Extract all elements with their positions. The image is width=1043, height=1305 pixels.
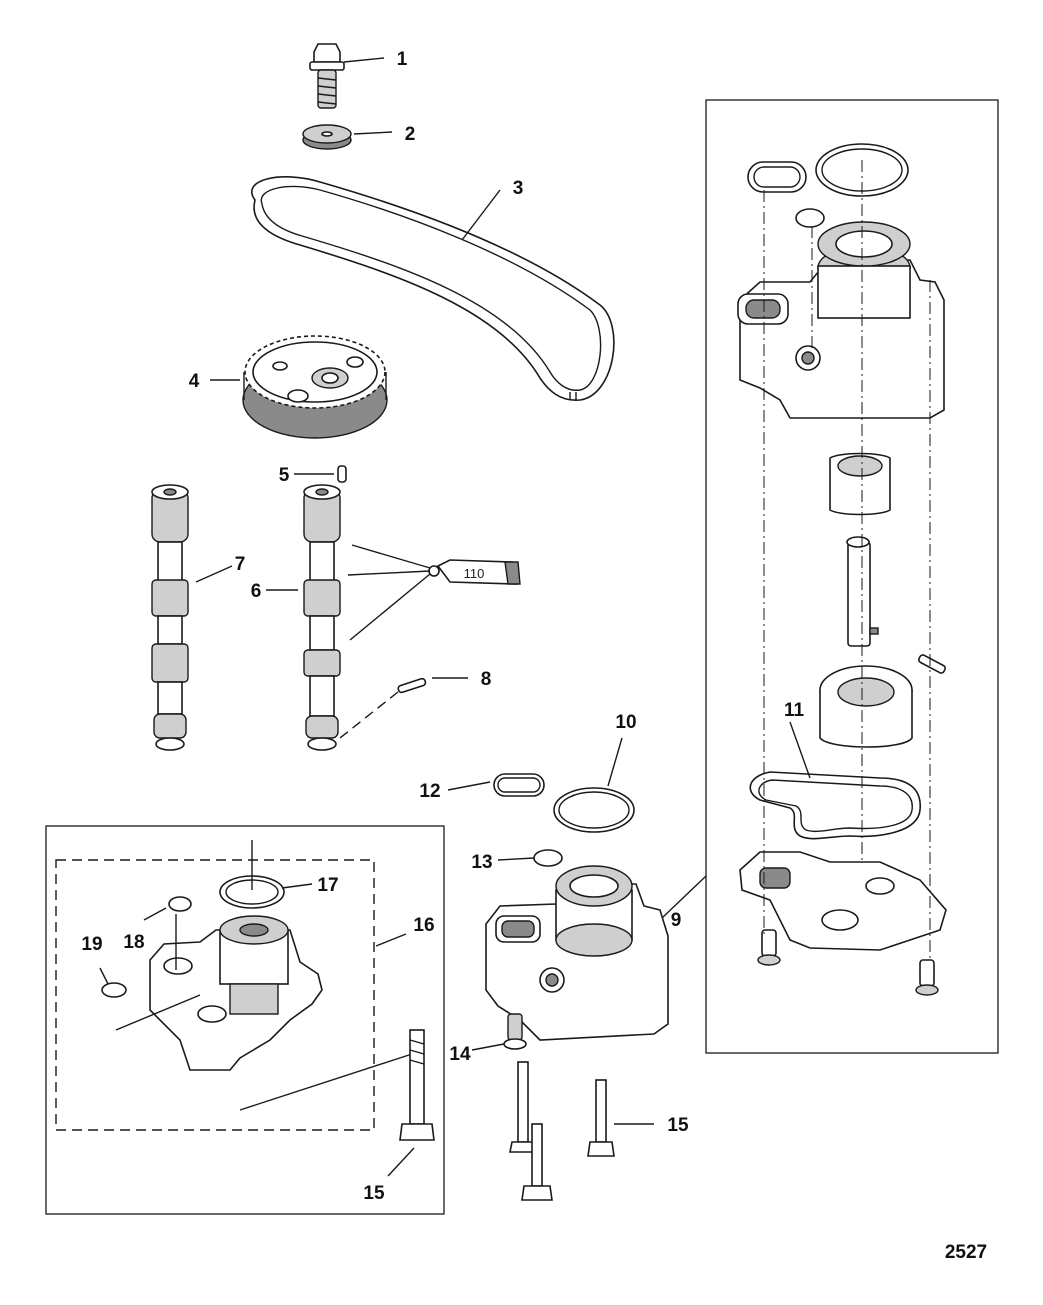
cam-sprocket-part — [242, 335, 388, 439]
pump-detail-frame — [705, 99, 999, 1054]
callout-15-inset: 15 — [363, 1183, 385, 1204]
callout-1: 1 — [397, 49, 408, 70]
callout-5: 5 — [279, 465, 290, 486]
callout-14: 14 — [449, 1044, 471, 1065]
callout-4: 4 — [189, 371, 200, 392]
timing-belt-part — [251, 176, 615, 401]
loose-o-rings — [493, 773, 635, 867]
callout-13: 13 — [471, 852, 492, 873]
camshaft-left-part — [151, 484, 189, 751]
callout-3: 3 — [513, 178, 524, 199]
long-bolts-part — [509, 1061, 615, 1201]
inset-frame — [45, 825, 445, 1215]
leader-lines — [99, 57, 811, 1177]
callout-18: 18 — [123, 932, 144, 953]
assembly-dashed-frame — [55, 859, 375, 1131]
lubricant-tube-icon: 110 — [347, 544, 521, 641]
oil-pump-assembly-part — [485, 865, 669, 1041]
camshaft-right-part — [303, 484, 341, 751]
callout-12: 12 — [419, 781, 440, 802]
callout-labels: 1 2 3 4 5 6 7 8 9 10 11 12 13 14 15 15 1… — [81, 49, 804, 1204]
callout-7: 7 — [235, 554, 246, 575]
callout-8: 8 — [481, 669, 492, 690]
callout-11: 11 — [784, 700, 805, 721]
callout-6: 6 — [251, 581, 262, 602]
lubricant-tube-label: 110 — [464, 566, 485, 581]
callout-19: 19 — [81, 934, 102, 955]
callout-15-main: 15 — [667, 1115, 689, 1136]
figure-number: 2527 — [945, 1242, 987, 1263]
pump-assembly-inset-part — [101, 840, 413, 1111]
callout-2: 2 — [405, 124, 416, 145]
callout-9: 9 — [671, 910, 682, 931]
callout-16: 16 — [413, 915, 434, 936]
washer-part — [302, 124, 352, 150]
callout-10: 10 — [615, 712, 636, 733]
callout-17: 17 — [317, 875, 338, 896]
inset-bolt-part — [399, 1029, 435, 1141]
pump-exploded-parts — [737, 143, 947, 996]
bolt-part — [309, 43, 345, 109]
roll-pin-part — [339, 677, 427, 739]
screw-part — [503, 1013, 527, 1050]
dowel-pin-part — [337, 465, 347, 483]
